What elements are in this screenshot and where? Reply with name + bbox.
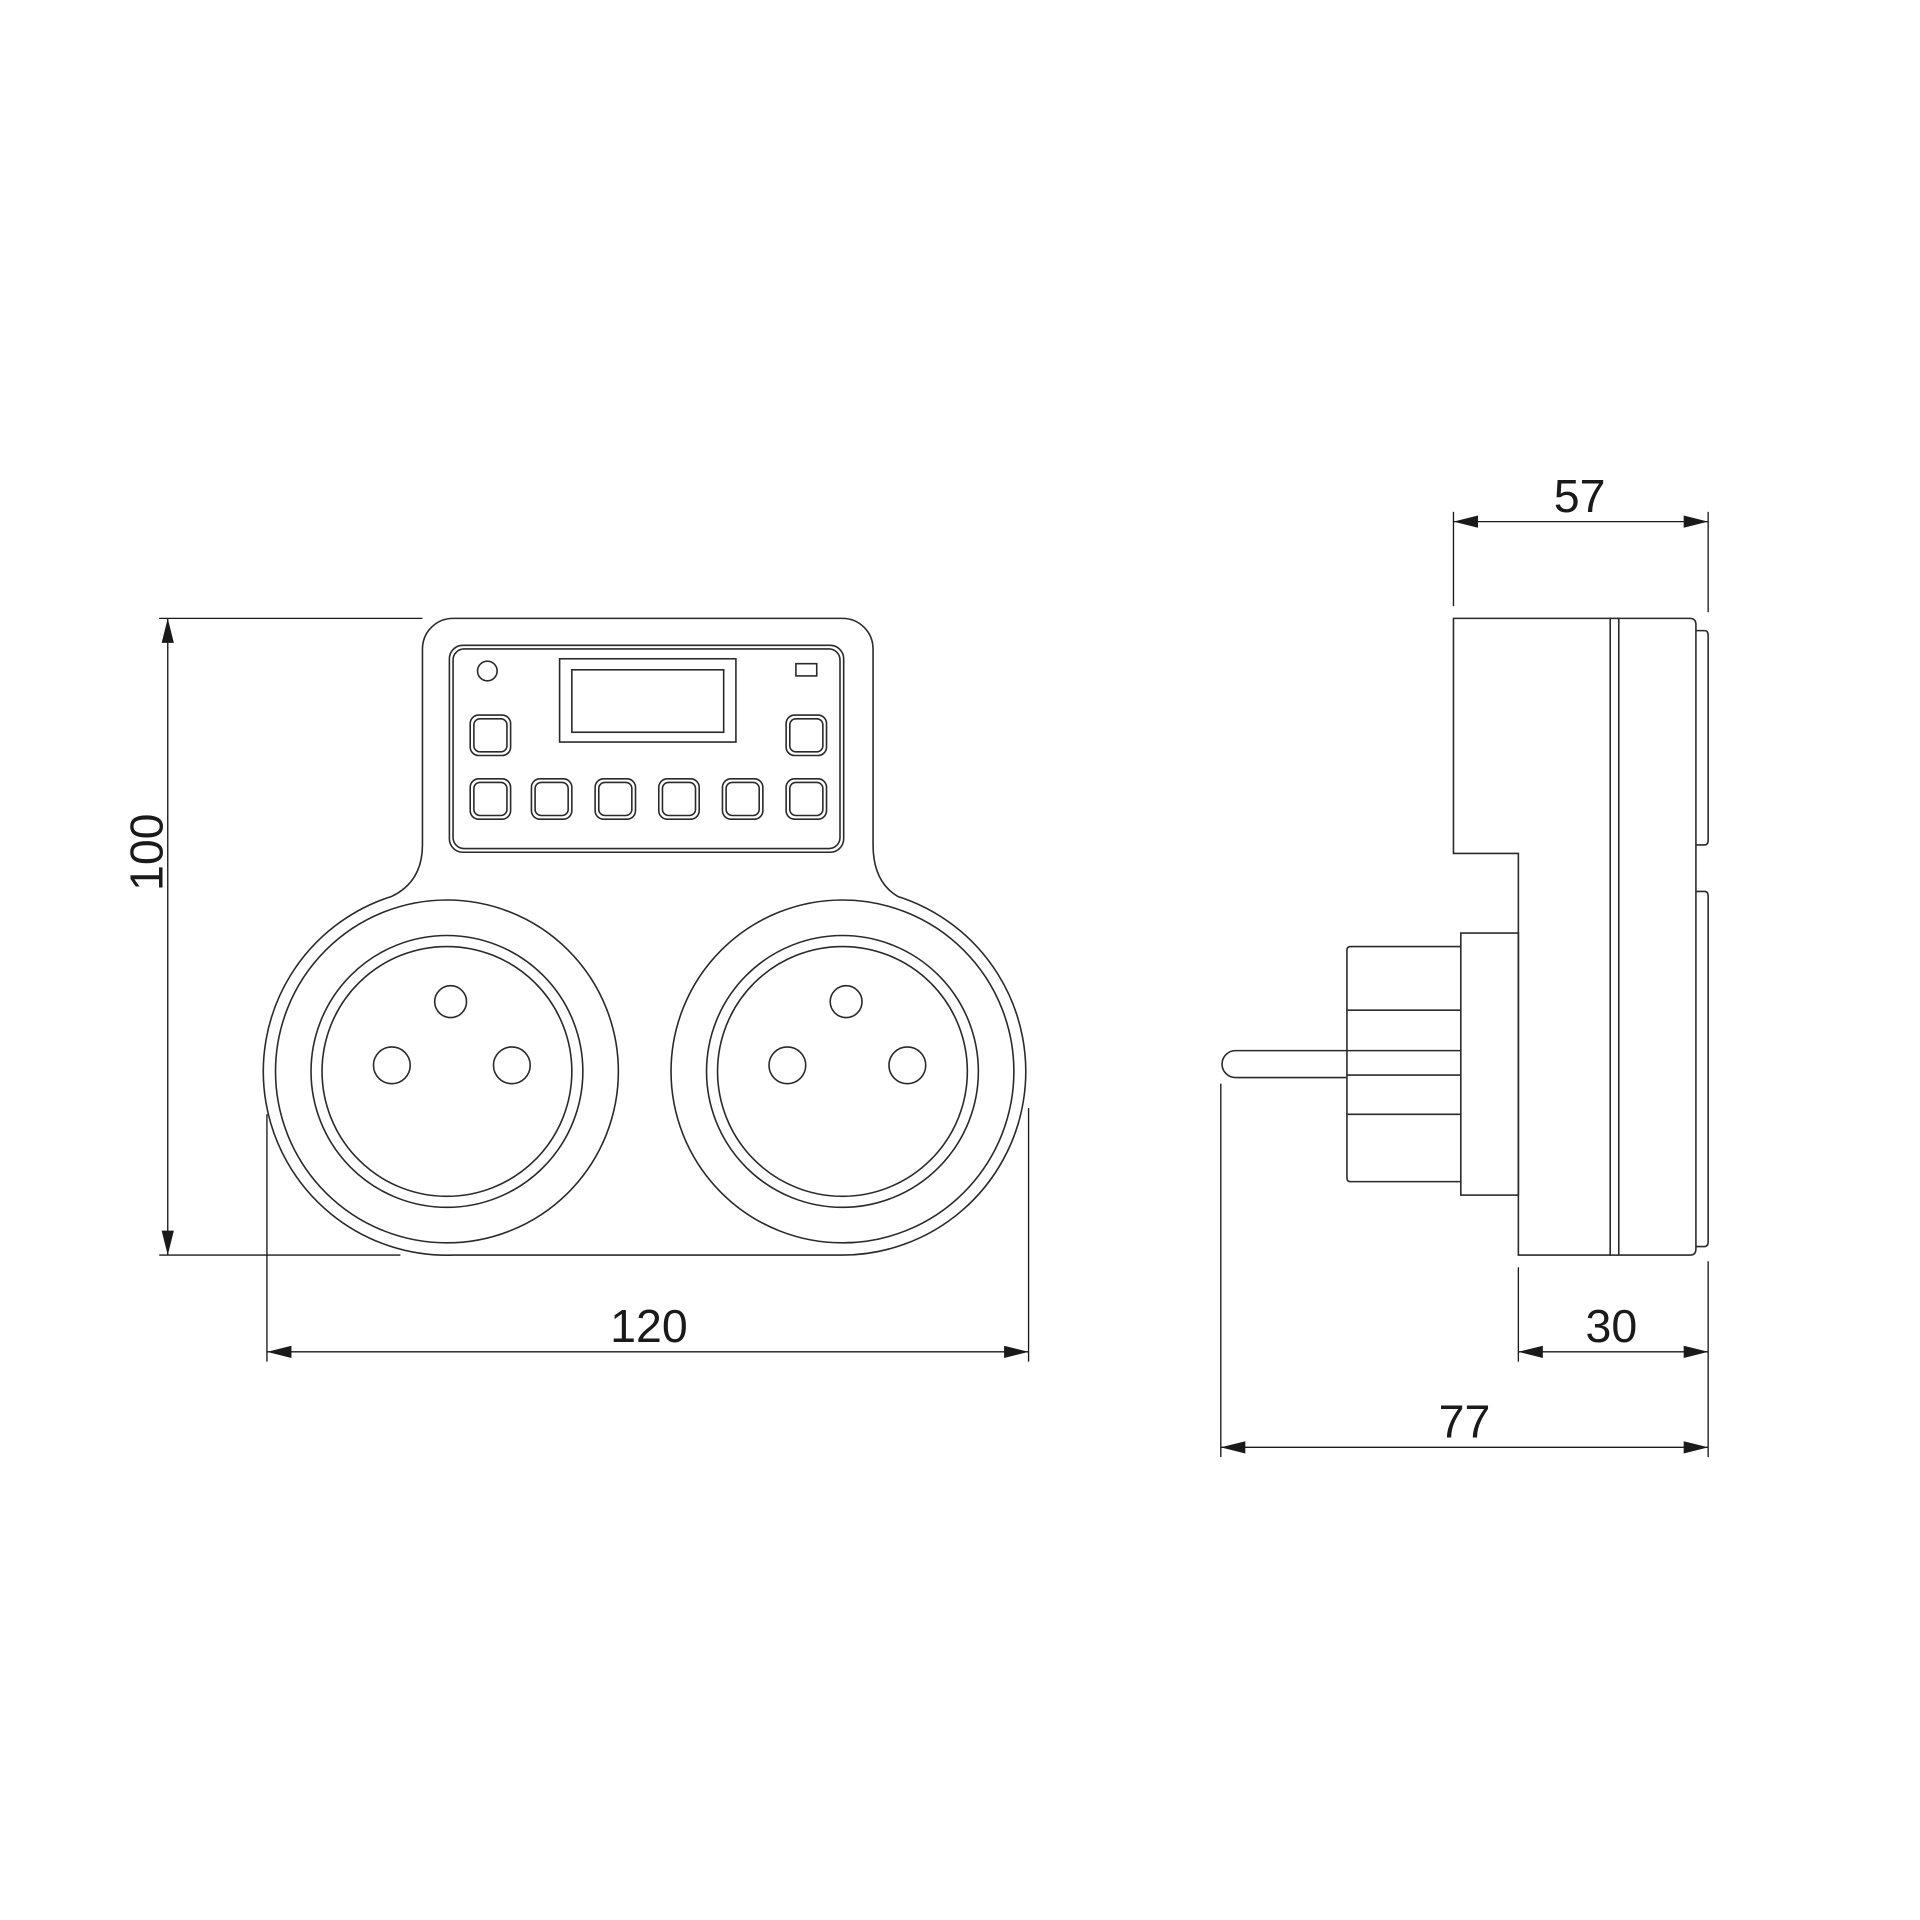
- total-depth-label: 77: [1439, 1396, 1491, 1448]
- device-body-outline: [262, 617, 1027, 1256]
- height-label: 100: [120, 813, 172, 891]
- socket-outlet: [670, 899, 1015, 1244]
- earth-pin-icon: [829, 984, 863, 1019]
- socket-hole-icon: [372, 1046, 412, 1085]
- plug-pin: [1221, 1049, 1347, 1079]
- plug-base: [1460, 932, 1520, 1196]
- plate-depth-label: 30: [1586, 1300, 1638, 1352]
- indicator-led-icon: [476, 660, 498, 682]
- earth-pin-icon: [433, 984, 468, 1019]
- socket-hole-icon: [888, 1046, 927, 1085]
- dimension-body-depth: 57: [1452, 470, 1709, 613]
- side-button-lower: [1695, 890, 1709, 1248]
- body-depth-label: 57: [1554, 470, 1606, 522]
- panel-button: [594, 777, 637, 820]
- panel-button: [657, 777, 700, 820]
- socket-hole-icon: [768, 1046, 807, 1085]
- indicator-window: [795, 662, 818, 677]
- panel-button: [785, 714, 828, 757]
- plug-body: [1346, 945, 1461, 1183]
- dimension-height: 100: [120, 617, 423, 1256]
- side-view: [1221, 617, 1709, 1256]
- dimension-total-depth: 77: [1220, 1083, 1709, 1458]
- panel-button: [469, 714, 512, 757]
- panel-button: [721, 777, 764, 820]
- panel-button: [530, 777, 573, 820]
- front-plate: [1617, 617, 1697, 1256]
- side-button-upper: [1695, 629, 1709, 846]
- dimension-width: 120: [266, 1108, 1030, 1362]
- front-view: [262, 617, 1027, 1256]
- socket-outlet: [274, 899, 620, 1244]
- side-body: [1452, 617, 1612, 1256]
- panel-button: [785, 777, 828, 820]
- socket-hole-icon: [492, 1046, 531, 1085]
- dimension-plate-depth: 30: [1517, 1261, 1709, 1458]
- display-screen: [558, 657, 737, 743]
- panel-button: [469, 777, 512, 820]
- width-label: 120: [610, 1300, 688, 1352]
- control-panel: [448, 644, 845, 854]
